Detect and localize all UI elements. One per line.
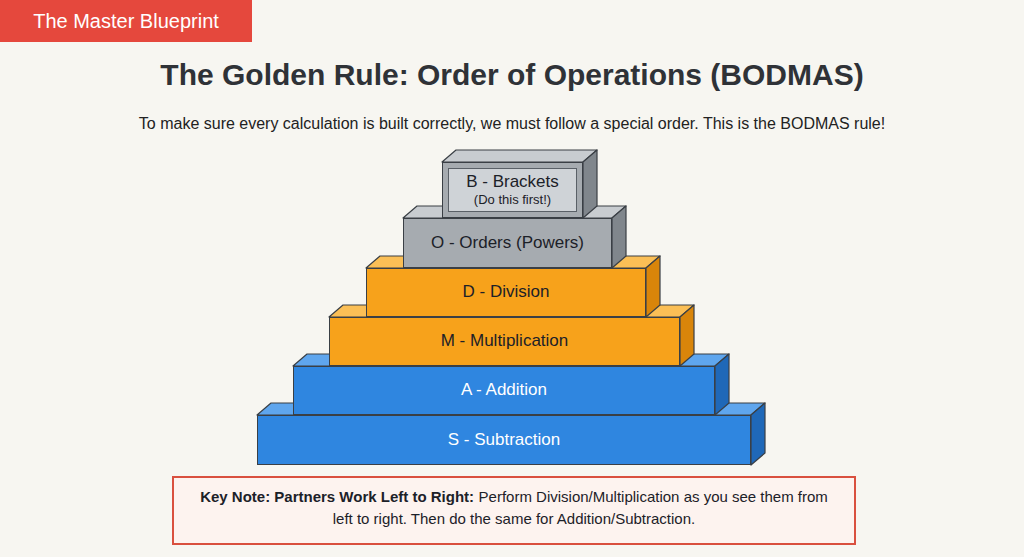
note-heading: Key Note: Partners Work Left to Right:: [200, 488, 474, 505]
block-side: [646, 256, 660, 317]
subtraction-block: S - Subtraction: [257, 415, 751, 465]
title-tag: The Master Blueprint: [0, 0, 252, 42]
block-side: [751, 403, 765, 465]
orders-block: O - Orders (Powers): [403, 218, 612, 268]
multiplication-block: M - Multiplication: [329, 317, 680, 366]
block-hint: (Do this first!): [474, 192, 551, 208]
block-side: [680, 305, 694, 366]
block-label: S - Subtraction: [448, 430, 560, 450]
block-label: A - Addition: [461, 380, 547, 400]
block-side: [612, 206, 626, 268]
block-label: M - Multiplication: [441, 331, 569, 351]
brackets-block: B - Brackets(Do this first!): [442, 162, 583, 218]
division-block: D - Division: [366, 268, 646, 317]
block-side: [715, 354, 729, 415]
block-label: The Master Blueprint: [33, 9, 219, 33]
page-title: The Golden Rule: Order of Operations (BO…: [0, 58, 1024, 92]
subtitle: To make sure every calculation is built …: [20, 115, 1004, 133]
block-side: [583, 150, 597, 218]
addition-block: A - Addition: [293, 366, 715, 415]
block-label: B - Brackets: [466, 172, 559, 192]
key-note-box: Key Note: Partners Work Left to Right:Pe…: [172, 476, 856, 545]
block-label: D - Division: [463, 282, 550, 302]
block-top: [442, 150, 597, 162]
block-label: O - Orders (Powers): [431, 233, 584, 253]
